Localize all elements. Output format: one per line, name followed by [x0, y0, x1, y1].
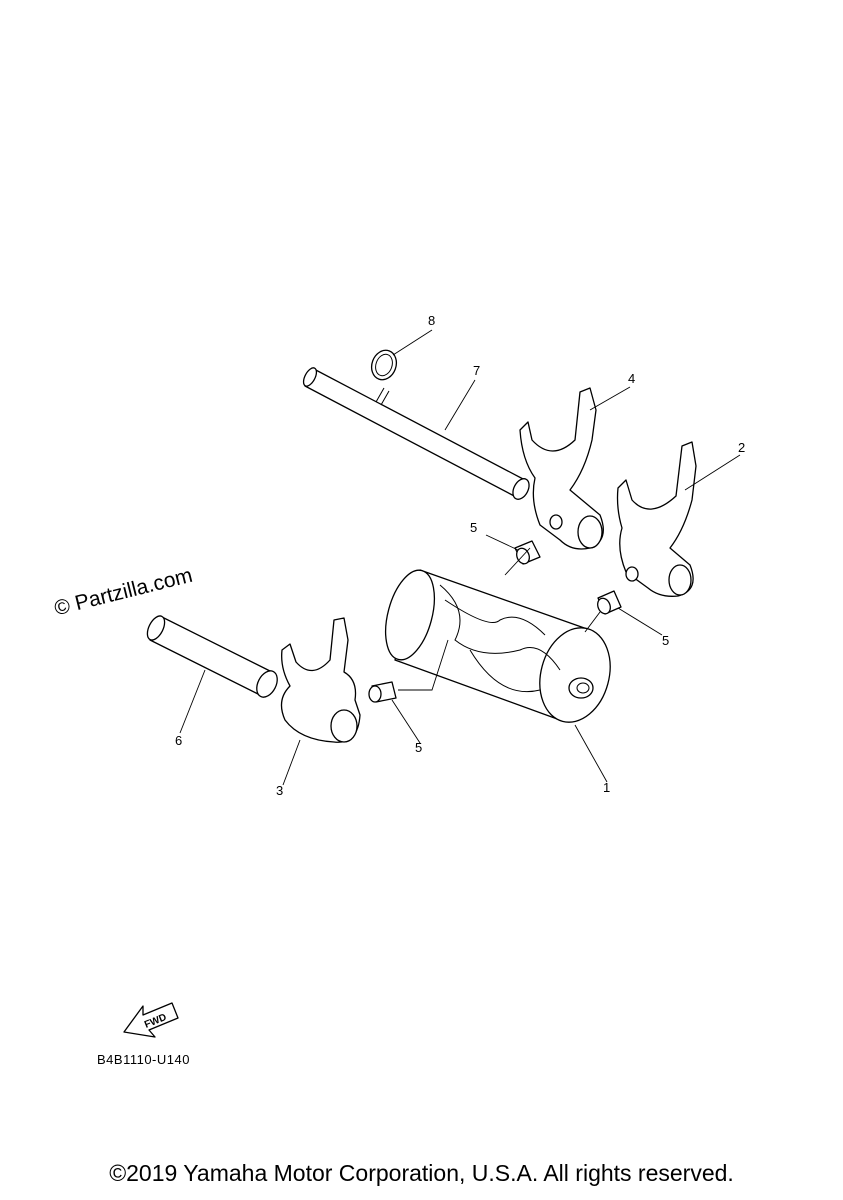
pin-part-5-c[interactable] — [368, 681, 397, 703]
callout-4: 4 — [628, 371, 635, 386]
guide-bar-part-7[interactable] — [301, 366, 532, 502]
callout-8: 8 — [428, 313, 435, 328]
guide-bar-part-6[interactable] — [144, 613, 282, 700]
callout-5-c: 5 — [415, 740, 422, 755]
copyright-notice: ©2019 Yamaha Motor Corporation, U.S.A. A… — [109, 1160, 734, 1186]
diagram-code: B4B1110-U140 — [97, 1052, 190, 1067]
fwd-arrow-icon: FWD — [123, 1002, 179, 1038]
callout-5-b: 5 — [662, 633, 669, 648]
callout-7: 7 — [473, 363, 480, 378]
callout-5-a: 5 — [470, 520, 477, 535]
shift-fork-part-3[interactable] — [280, 617, 361, 743]
pin-part-5-a[interactable] — [514, 540, 541, 566]
shift-drum-part-1[interactable] — [377, 565, 620, 730]
callout-1: 1 — [603, 780, 610, 795]
shift-fork-part-2[interactable] — [616, 441, 697, 597]
callout-6: 6 — [175, 733, 182, 748]
leader-lines — [179, 329, 741, 786]
callout-2: 2 — [738, 440, 745, 455]
callout-3: 3 — [276, 783, 283, 798]
pin-part-5-b[interactable] — [595, 590, 622, 616]
shift-fork-part-4[interactable] — [519, 387, 604, 550]
circlip-part-8[interactable] — [368, 347, 401, 383]
